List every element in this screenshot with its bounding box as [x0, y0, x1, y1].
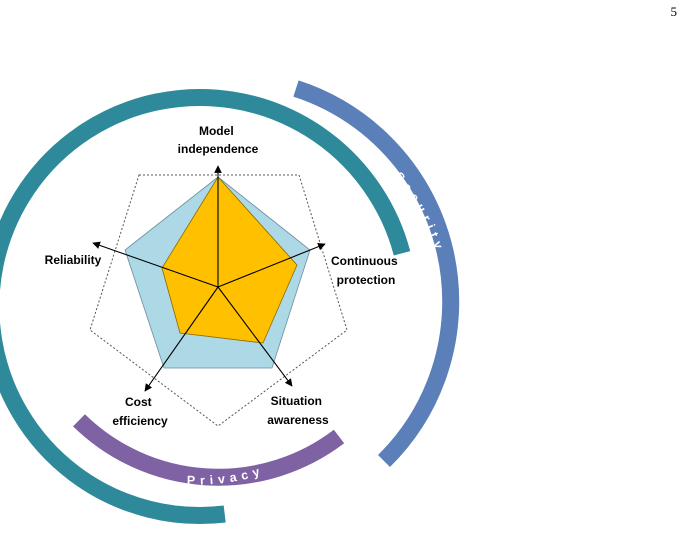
- axis-cost-efficiency: [144, 286, 219, 392]
- axis-situation-awareness: [217, 286, 293, 387]
- privacy-label: Privacy: [187, 463, 266, 487]
- label-reliability: Reliability: [45, 253, 102, 267]
- axis-reliability: [92, 241, 219, 288]
- label-model-independence: Model independence: [178, 124, 259, 156]
- dashed-outer-pentagon: [89, 174, 348, 427]
- axis-continuous-protection: [217, 243, 326, 288]
- label-cost-efficiency: Cost efficiency: [112, 395, 168, 428]
- privacy-ring: [73, 414, 345, 486]
- label-continuous-protection: Continuous protection: [331, 254, 401, 287]
- label-situation-awareness: Situation awareness: [267, 394, 329, 427]
- security-ring: [293, 80, 460, 468]
- page-number: 5: [670, 4, 678, 19]
- axes: [92, 165, 326, 392]
- communication-ring: [0, 88, 411, 524]
- inner-pentagon: [161, 176, 298, 344]
